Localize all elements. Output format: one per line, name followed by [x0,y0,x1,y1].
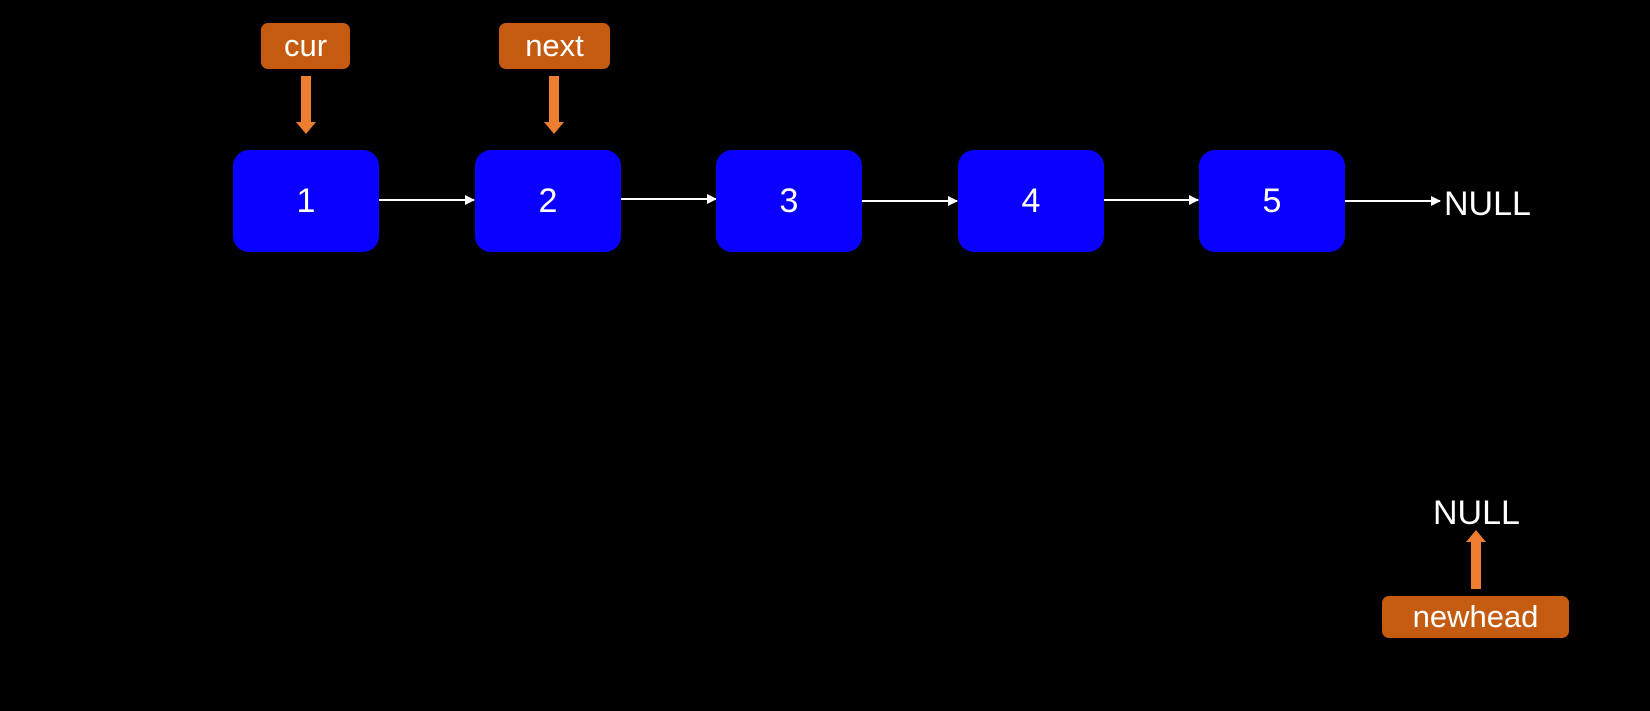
list-node-3: 3 [716,150,862,252]
node-value: 1 [296,181,316,220]
list-node-2: 2 [475,150,621,252]
next-pointer-arrow [544,76,564,134]
list-end-null: NULL [1444,185,1531,223]
newhead-pointer-label: newhead [1382,596,1569,638]
newhead-null: NULL [1433,494,1520,532]
newhead-pointer-arrow [1466,530,1486,589]
cur-pointer-label: cur [261,23,350,69]
list-node-5: 5 [1199,150,1345,252]
node-value: 3 [779,181,799,220]
cur-pointer-arrow [296,76,316,134]
list-node-4: 4 [958,150,1104,252]
node-value: 4 [1021,181,1041,220]
node-value: 2 [538,181,558,220]
node-value: 5 [1262,181,1282,220]
list-node-1: 1 [233,150,379,252]
next-pointer-label: next [499,23,610,69]
